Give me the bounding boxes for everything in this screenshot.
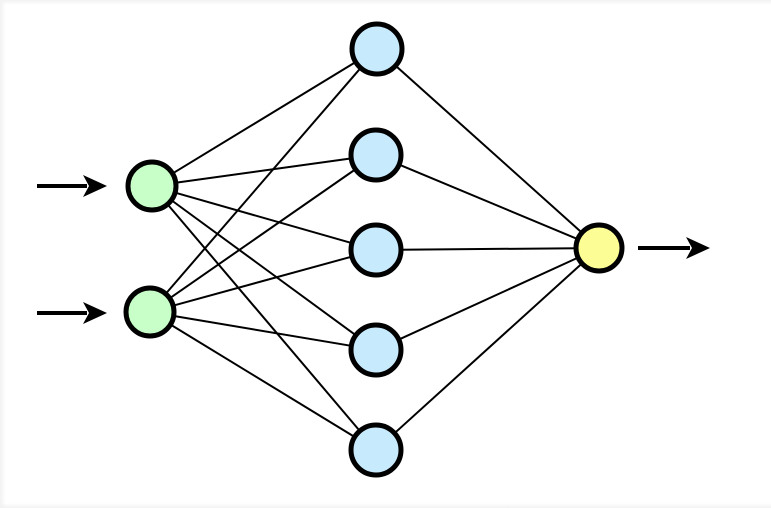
input-layer-node-1-circle[interactable] (125, 159, 179, 213)
edge-i1-h2 (173, 157, 354, 184)
hidden-layer-node-5-circle[interactable] (348, 422, 404, 478)
input-arrow-2-head (83, 302, 107, 324)
edge-h1-o1 (393, 63, 585, 235)
node-h1[interactable] (349, 21, 405, 77)
edge-h5-o1 (392, 261, 585, 436)
input-arrow-2 (37, 302, 107, 324)
edge-i1-h3 (172, 191, 355, 245)
node-h5[interactable] (348, 422, 404, 478)
hidden-layer-node-2-circle[interactable] (348, 127, 404, 183)
hidden-layer-node-3-circle[interactable] (348, 222, 404, 278)
edge-i1-h1 (170, 60, 358, 176)
edge-i2-h4 (171, 314, 354, 348)
input-layer-node-2-circle[interactable] (123, 285, 177, 339)
node-h2[interactable] (348, 127, 404, 183)
edge-i2-h2 (167, 167, 358, 301)
edge-h3-o1 (398, 247, 579, 251)
edges-group (163, 60, 585, 439)
hidden-layer-node-1-circle[interactable] (349, 21, 405, 77)
node-i2[interactable] (123, 285, 177, 339)
edge-i2-h5 (168, 322, 357, 439)
node-h3[interactable] (348, 222, 404, 278)
output-arrow-1 (638, 237, 710, 259)
edge-h2-o1 (396, 162, 581, 241)
edge-i2-h3 (170, 255, 355, 308)
node-i1[interactable] (125, 159, 179, 213)
input-arrow-1-head (83, 175, 107, 197)
edge-i2-h1 (163, 65, 363, 296)
edge-i1-h5 (165, 202, 362, 434)
node-h4[interactable] (348, 322, 404, 378)
output-layer-node-1-circle[interactable] (573, 222, 625, 274)
input-arrow-1 (37, 175, 107, 197)
node-o1[interactable] (573, 222, 625, 274)
edge-h4-o1 (396, 255, 581, 342)
io-arrows-group (37, 175, 710, 324)
edge-i1-h4 (169, 198, 359, 338)
hidden-layer-node-4-circle[interactable] (348, 322, 404, 378)
output-arrow-1-head (686, 237, 710, 259)
nodes-group (123, 21, 625, 478)
